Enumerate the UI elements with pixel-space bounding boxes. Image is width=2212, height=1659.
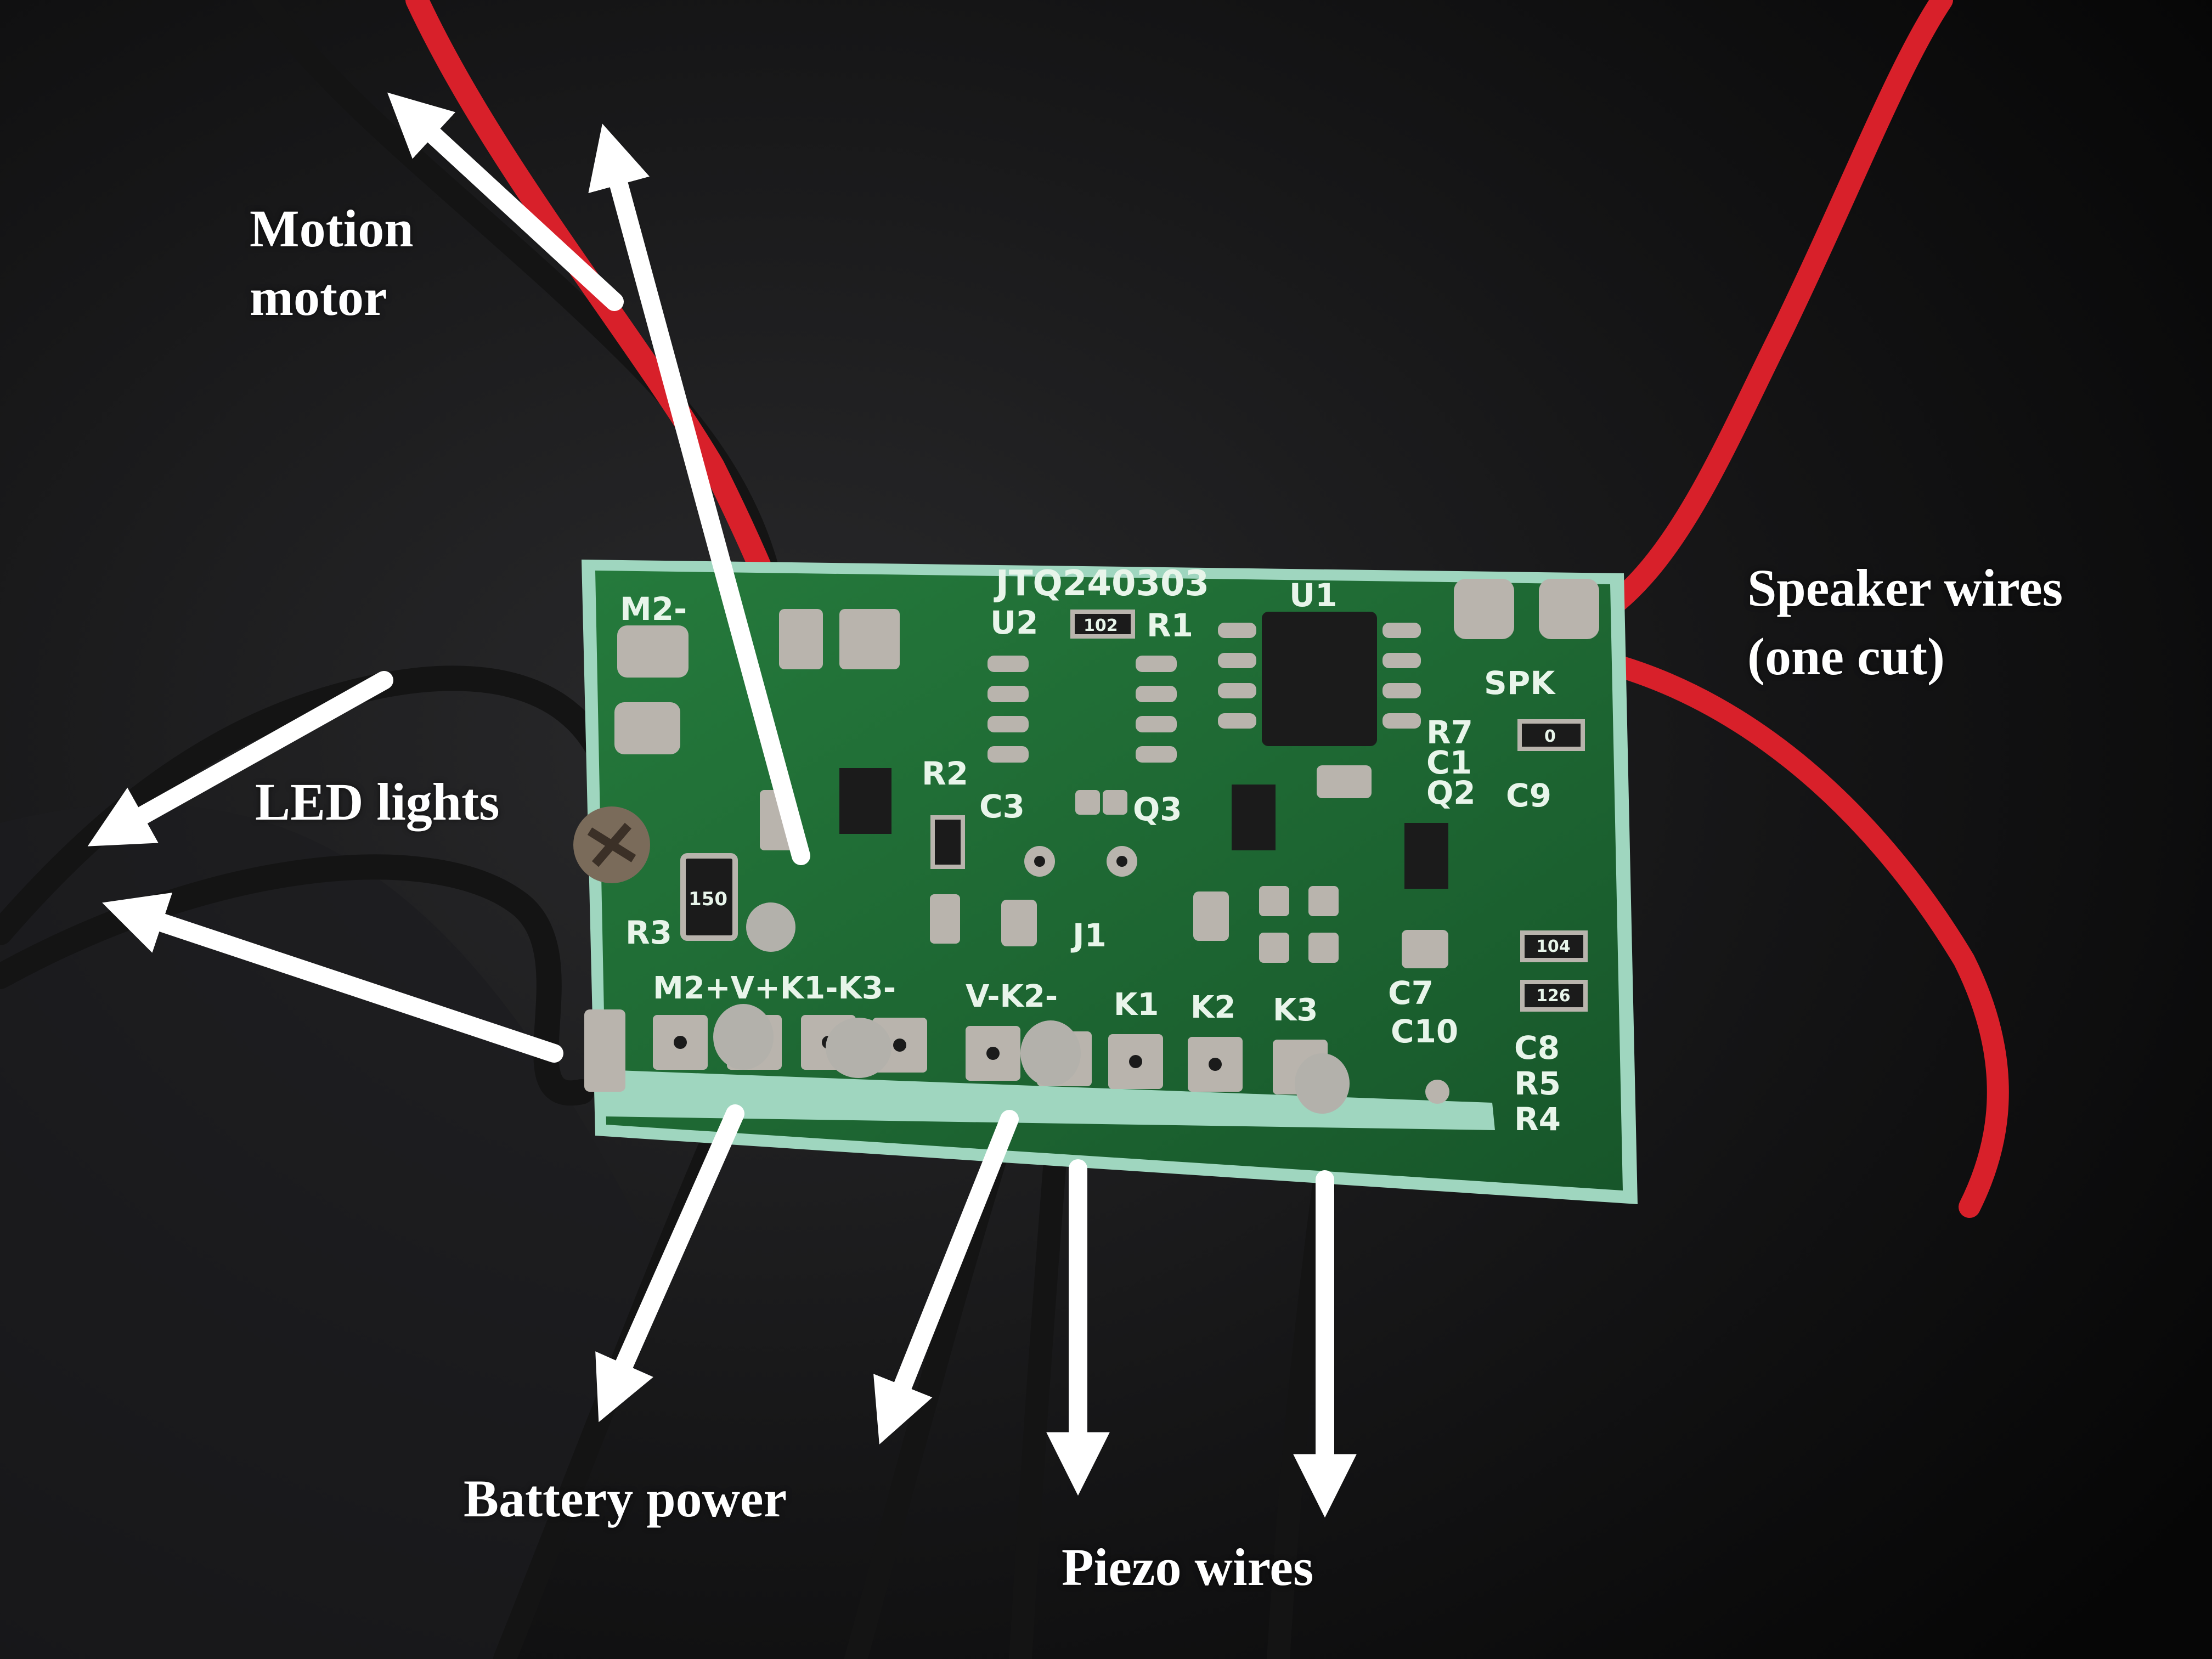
silk-r7: R7 <box>1426 714 1473 751</box>
ic-u1 <box>1262 612 1377 746</box>
silk-r2: R2 <box>922 755 968 792</box>
silk-c1: C1 <box>1426 744 1472 781</box>
silk-spk: SPK <box>1484 664 1556 702</box>
silk-c8: C8 <box>1514 1029 1560 1066</box>
label-speaker-wires: Speaker wires (one cut) <box>1747 554 2063 691</box>
arrow-led-top <box>87 671 393 847</box>
silk-c7: C7 <box>1388 974 1434 1012</box>
silk-k3: K3 <box>1273 992 1318 1028</box>
pcb: JTQ240303 M2- U2 R1 U1 SPK R7 C1 Q2 C9 C… <box>573 560 1638 1204</box>
silk-j1: J1 <box>1070 917 1107 954</box>
silk-k1: K1 <box>1114 987 1159 1023</box>
label-speaker-wires-line1: Speaker wires <box>1747 558 2063 617</box>
label-motion-motor-line1: Motion <box>250 199 414 258</box>
label-motion-motor: Motion motor <box>250 195 414 332</box>
label-motion-motor-line2: motor <box>250 267 387 326</box>
silk-q2: Q2 <box>1426 774 1476 811</box>
smd-components <box>680 610 1588 1104</box>
silk-m2-minus: M2- <box>620 590 687 628</box>
resistor-102-marking: 102 <box>1084 616 1118 635</box>
silk-r4: R4 <box>1514 1101 1561 1138</box>
resistor-0-marking: 0 <box>1544 727 1556 746</box>
label-piezo-wires: Piezo wires <box>1062 1538 1314 1596</box>
silk-r5: R5 <box>1514 1065 1561 1102</box>
silk-k2: K2 <box>1190 990 1235 1025</box>
silk-q3: Q3 <box>1133 791 1182 828</box>
silk-c3: C3 <box>979 788 1025 825</box>
label-battery-power: Battery power <box>464 1469 787 1528</box>
silk-c9: C9 <box>1506 777 1551 814</box>
resistor-126-marking: 126 <box>1536 986 1571 1006</box>
resistor-150-marking: 150 <box>689 888 727 910</box>
arrow-motor-black <box>387 92 624 311</box>
silk-u1: U1 <box>1289 577 1337 614</box>
silk-model-text: JTQ240303 <box>994 563 1209 604</box>
arrow-battery-left <box>595 1104 744 1423</box>
annotation-arrows <box>87 92 1357 1518</box>
silk-pad-row-mid: V-K2- <box>966 979 1058 1014</box>
resistor-104-marking: 104 <box>1536 937 1571 956</box>
arrow-battery-right <box>873 1110 1019 1444</box>
silk-u2: U2 <box>990 604 1038 641</box>
arrow-motor-red <box>588 123 810 865</box>
arrow-led-bottom <box>102 893 563 1063</box>
spk-pad-1 <box>1454 579 1514 639</box>
silk-c10: C10 <box>1391 1013 1458 1050</box>
label-led-lights: LED lights <box>255 772 500 831</box>
silk-pad-row-left: M2+V+K1-K3- <box>653 970 896 1006</box>
label-speaker-wires-line2: (one cut) <box>1747 627 1945 686</box>
spk-pad-2 <box>1539 579 1599 639</box>
silk-r3: R3 <box>625 914 672 951</box>
surface-sheen <box>0 804 658 1659</box>
silk-r1: R1 <box>1147 607 1193 644</box>
